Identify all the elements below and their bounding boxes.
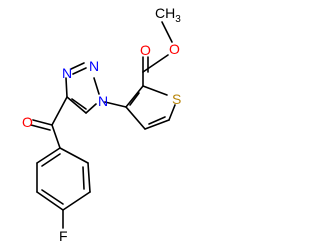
bond-phenyl-c2-c3 [87, 162, 91, 193]
bond-ketone-double-b [30, 124, 51, 131]
ester-carbonyl-oxygen-label: O [140, 42, 151, 58]
bond-oxygen-carbonyl-carbon [142, 54, 169, 73]
bond-triazole-c4-c5-inner [71, 98, 87, 110]
bond-phenyl-c2-c3-inner [82, 166, 85, 190]
bond-ketone-double-a [32, 119, 53, 126]
triazole-n2-label: N [89, 58, 99, 74]
bond-phenyl-c6-c1-inner [41, 153, 61, 167]
methyl-label: CH3 [155, 5, 181, 25]
bond-triazole-c5-n1 [85, 103, 97, 114]
bond-set [30, 21, 176, 229]
ketone-oxygen-label: O [22, 114, 33, 130]
bond-thiophene-to-triazole [104, 101, 127, 108]
molecule-drawing: CH3 O O S O N N N F [22, 5, 181, 244]
bond-phenyl-c4-c5-inner [41, 189, 64, 205]
bond-thiophene-c4-c5-inner [148, 116, 166, 125]
bond-thiophene-c4-c5 [144, 119, 170, 130]
bond-methyl-oxygen [161, 21, 173, 43]
bond-thiophene-c3-c4 [125, 106, 146, 130]
bond-triazole-to-ketone [51, 96, 68, 126]
bond-thiophene-c5-s [168, 104, 176, 121]
bond-triazole-n2-n3-inner [70, 62, 85, 70]
bond-phenyl-c3-c4 [62, 191, 91, 211]
bond-ketone-to-phenyl [51, 124, 61, 149]
atom-label-set: CH3 O O S O N N N F [22, 5, 181, 244]
bond-triazole-n2-n3 [72, 67, 87, 75]
thiophene-sulfur-label: S [172, 91, 181, 107]
bond-phenyl-c6-c1 [36, 147, 61, 164]
bond-phenyl-c1-c2 [59, 147, 89, 164]
bond-thiophene-c2-c3 [125, 85, 144, 108]
triazole-n3-label: N [62, 65, 72, 81]
fluorine-label: F [59, 228, 68, 244]
bond-triazole-n1-n2 [93, 77, 100, 95]
bond-thiophene-c2-s [142, 85, 168, 96]
bond-phenyl-c4-c5 [36, 191, 64, 211]
bond-triazole-c4-c5 [66, 96, 87, 114]
triazole-n1-label: N [98, 93, 108, 109]
bond-thiophene-c2-c3-inner [129, 92, 140, 106]
structure-diagram: CH3 O O S O N N N F [22, 5, 181, 244]
ester-oxygen-label: O [169, 41, 180, 57]
bond-triazole-n3-c4 [65, 77, 68, 98]
